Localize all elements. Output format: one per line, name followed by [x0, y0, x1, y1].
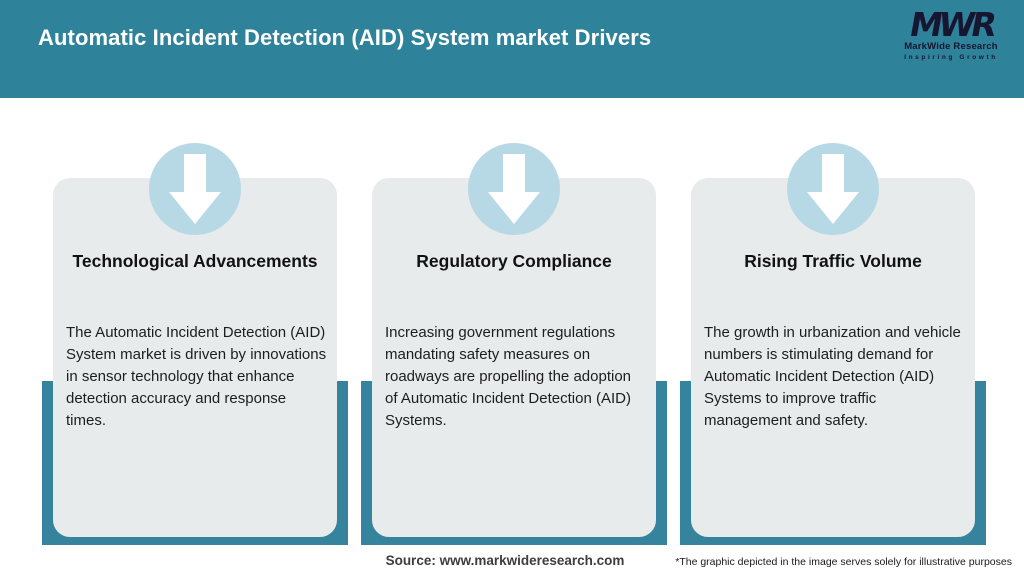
logo-name: MarkWide Research [904, 41, 998, 52]
card-description: The Automatic Incident Detection (AID) S… [66, 324, 327, 429]
card-title: Rising Traffic Volume [744, 251, 922, 271]
card-panel [53, 178, 337, 537]
page-title: Automatic Incident Detection (AID) Syste… [38, 25, 652, 50]
disclaimer-text: *The graphic depicted in the image serve… [675, 556, 1012, 568]
card-panel [372, 178, 656, 537]
driver-card-rising-traffic-volume: Rising Traffic Volume The growth in urba… [680, 143, 986, 545]
down-arrow-icon [787, 143, 879, 235]
markwide-logo: MWR MarkWide Research Inspiring Growth [892, 5, 1010, 61]
card-title: Technological Advancements [72, 251, 318, 271]
logo-tagline: Inspiring Growth [904, 53, 998, 61]
source-text: Source: www.markwideresearch.com [385, 553, 625, 568]
header-band: Automatic Incident Detection (AID) Syste… [0, 0, 1024, 98]
card-description: The growth in urbanization and vehicle n… [704, 324, 961, 429]
driver-card-technological-advancements: Technological Advancements The Automatic… [42, 143, 348, 545]
card-title: Regulatory Compliance [416, 251, 612, 271]
card-description: Increasing government regulations mandat… [385, 324, 631, 429]
down-arrow-icon [468, 143, 560, 235]
down-arrow-icon [149, 143, 241, 235]
logo-acronym: MWR [906, 5, 996, 44]
driver-card-regulatory-compliance: Regulatory Compliance Increasing governm… [361, 143, 667, 545]
card-panel [691, 178, 975, 537]
